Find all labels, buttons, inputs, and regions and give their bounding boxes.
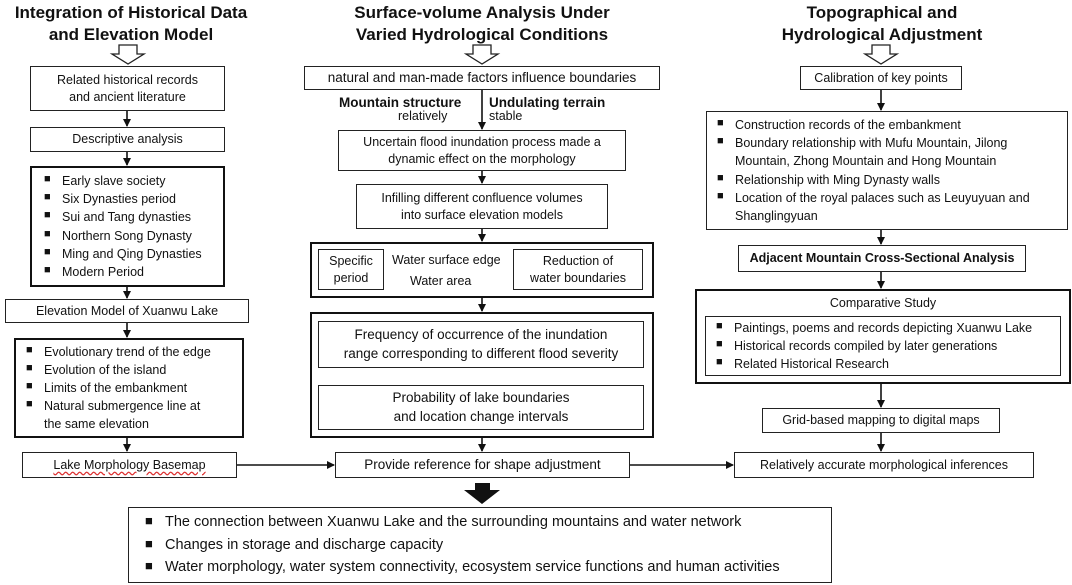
conclusions-list: The connection between Xuanwu Lake and t… — [141, 511, 780, 578]
box-historical-periods: Early slave society Six Dynasties period… — [30, 166, 225, 287]
label-water-area: Water area — [410, 274, 472, 288]
box-conclusions: The connection between Xuanwu Lake and t… — [128, 507, 832, 583]
label-stable: stable — [489, 109, 523, 123]
comparative-item: Paintings, poems and records depicting X… — [714, 319, 1032, 337]
period-item: Modern Period — [42, 263, 202, 281]
box-cross-section: Adjacent Mountain Cross-Sectional Analys… — [738, 245, 1026, 272]
box-calibration: Calibration of key points — [800, 66, 962, 90]
box-descriptive-analysis: Descriptive analysis — [30, 127, 225, 152]
box-inferences: Relatively accurate morphological infere… — [734, 452, 1034, 478]
box-comparative-group: Comparative Study Paintings, poems and r… — [695, 289, 1071, 384]
conclusion-item: Changes in storage and discharge capacit… — [141, 534, 780, 556]
box-factors: natural and man-made factors influence b… — [304, 66, 660, 90]
key-point-item: Relationship with Ming Dynasty walls — [715, 171, 1030, 189]
box-frequency: Frequency of occurrence of the inundatio… — [318, 321, 644, 368]
conclusion-item: The connection between Xuanwu Lake and t… — [141, 511, 780, 533]
box-key-points: Construction records of the embankment B… — [706, 111, 1068, 230]
feature-item: Evolutionary trend of the edge — [24, 343, 211, 361]
comparative-title: Comparative Study — [829, 296, 937, 310]
box-comparative-items: Paintings, poems and records depicting X… — [705, 315, 1061, 377]
comparative-list: Paintings, poems and records depicting X… — [714, 319, 1032, 373]
conclusion-item: Water morphology, water system connectiv… — [141, 556, 780, 578]
key-points-list: Construction records of the embankment B… — [715, 116, 1030, 225]
feature-item: Evolution of the island — [24, 361, 211, 379]
box-uncertain-flood: Uncertain flood inundation process made … — [338, 130, 626, 171]
hollow-arrow-col2 — [463, 44, 501, 65]
period-item: Northern Song Dynasty — [42, 227, 202, 245]
box-lake-features: Evolutionary trend of the edge Evolution… — [14, 338, 244, 438]
period-item: Six Dynasties period — [42, 190, 202, 208]
key-point-item-continued: Shanglingyuan — [735, 208, 818, 223]
period-item: Early slave society — [42, 172, 202, 190]
box-elevation-model: Elevation Model of Xuanwu Lake — [5, 299, 249, 323]
label-undulating-terrain: Undulating terrain — [489, 95, 606, 110]
feature-item-continued: the same elevation — [44, 417, 149, 432]
key-point-item-continued: Mountain, Zhong Mountain and Hong Mounta… — [735, 154, 997, 169]
label-mountain-structure: Mountain structure — [339, 95, 462, 110]
feature-item: Natural submergence line at — [24, 397, 211, 415]
label-water-surface-edge: Water surface edge — [392, 253, 501, 267]
features-list: Evolutionary trend of the edge Evolution… — [24, 343, 211, 434]
hollow-arrow-col1 — [109, 44, 147, 65]
periods-list: Early slave society Six Dynasties period… — [42, 172, 202, 281]
comparative-item: Related Historical Research — [714, 355, 1032, 373]
key-point-item: Boundary relationship with Mufu Mountain… — [715, 134, 1030, 152]
key-point-item: Location of the royal palaces such as Le… — [715, 189, 1030, 207]
box-lake-basemap: Lake Morphology Basemap — [22, 452, 237, 478]
big-down-arrow — [464, 483, 500, 504]
hollow-arrow-col3 — [862, 44, 900, 65]
key-point-item: Construction records of the embankment — [715, 116, 1030, 134]
box-shape-reference: Provide reference for shape adjustment — [335, 452, 630, 478]
period-item: Sui and Tang dynasties — [42, 208, 202, 226]
feature-item: Limits of the embankment — [24, 379, 211, 397]
label-relatively: relatively — [398, 109, 448, 123]
box-grid-mapping: Grid-based mapping to digital maps — [762, 408, 1000, 433]
comparative-item: Historical records compiled by later gen… — [714, 337, 1032, 355]
period-item: Ming and Qing Dynasties — [42, 245, 202, 263]
